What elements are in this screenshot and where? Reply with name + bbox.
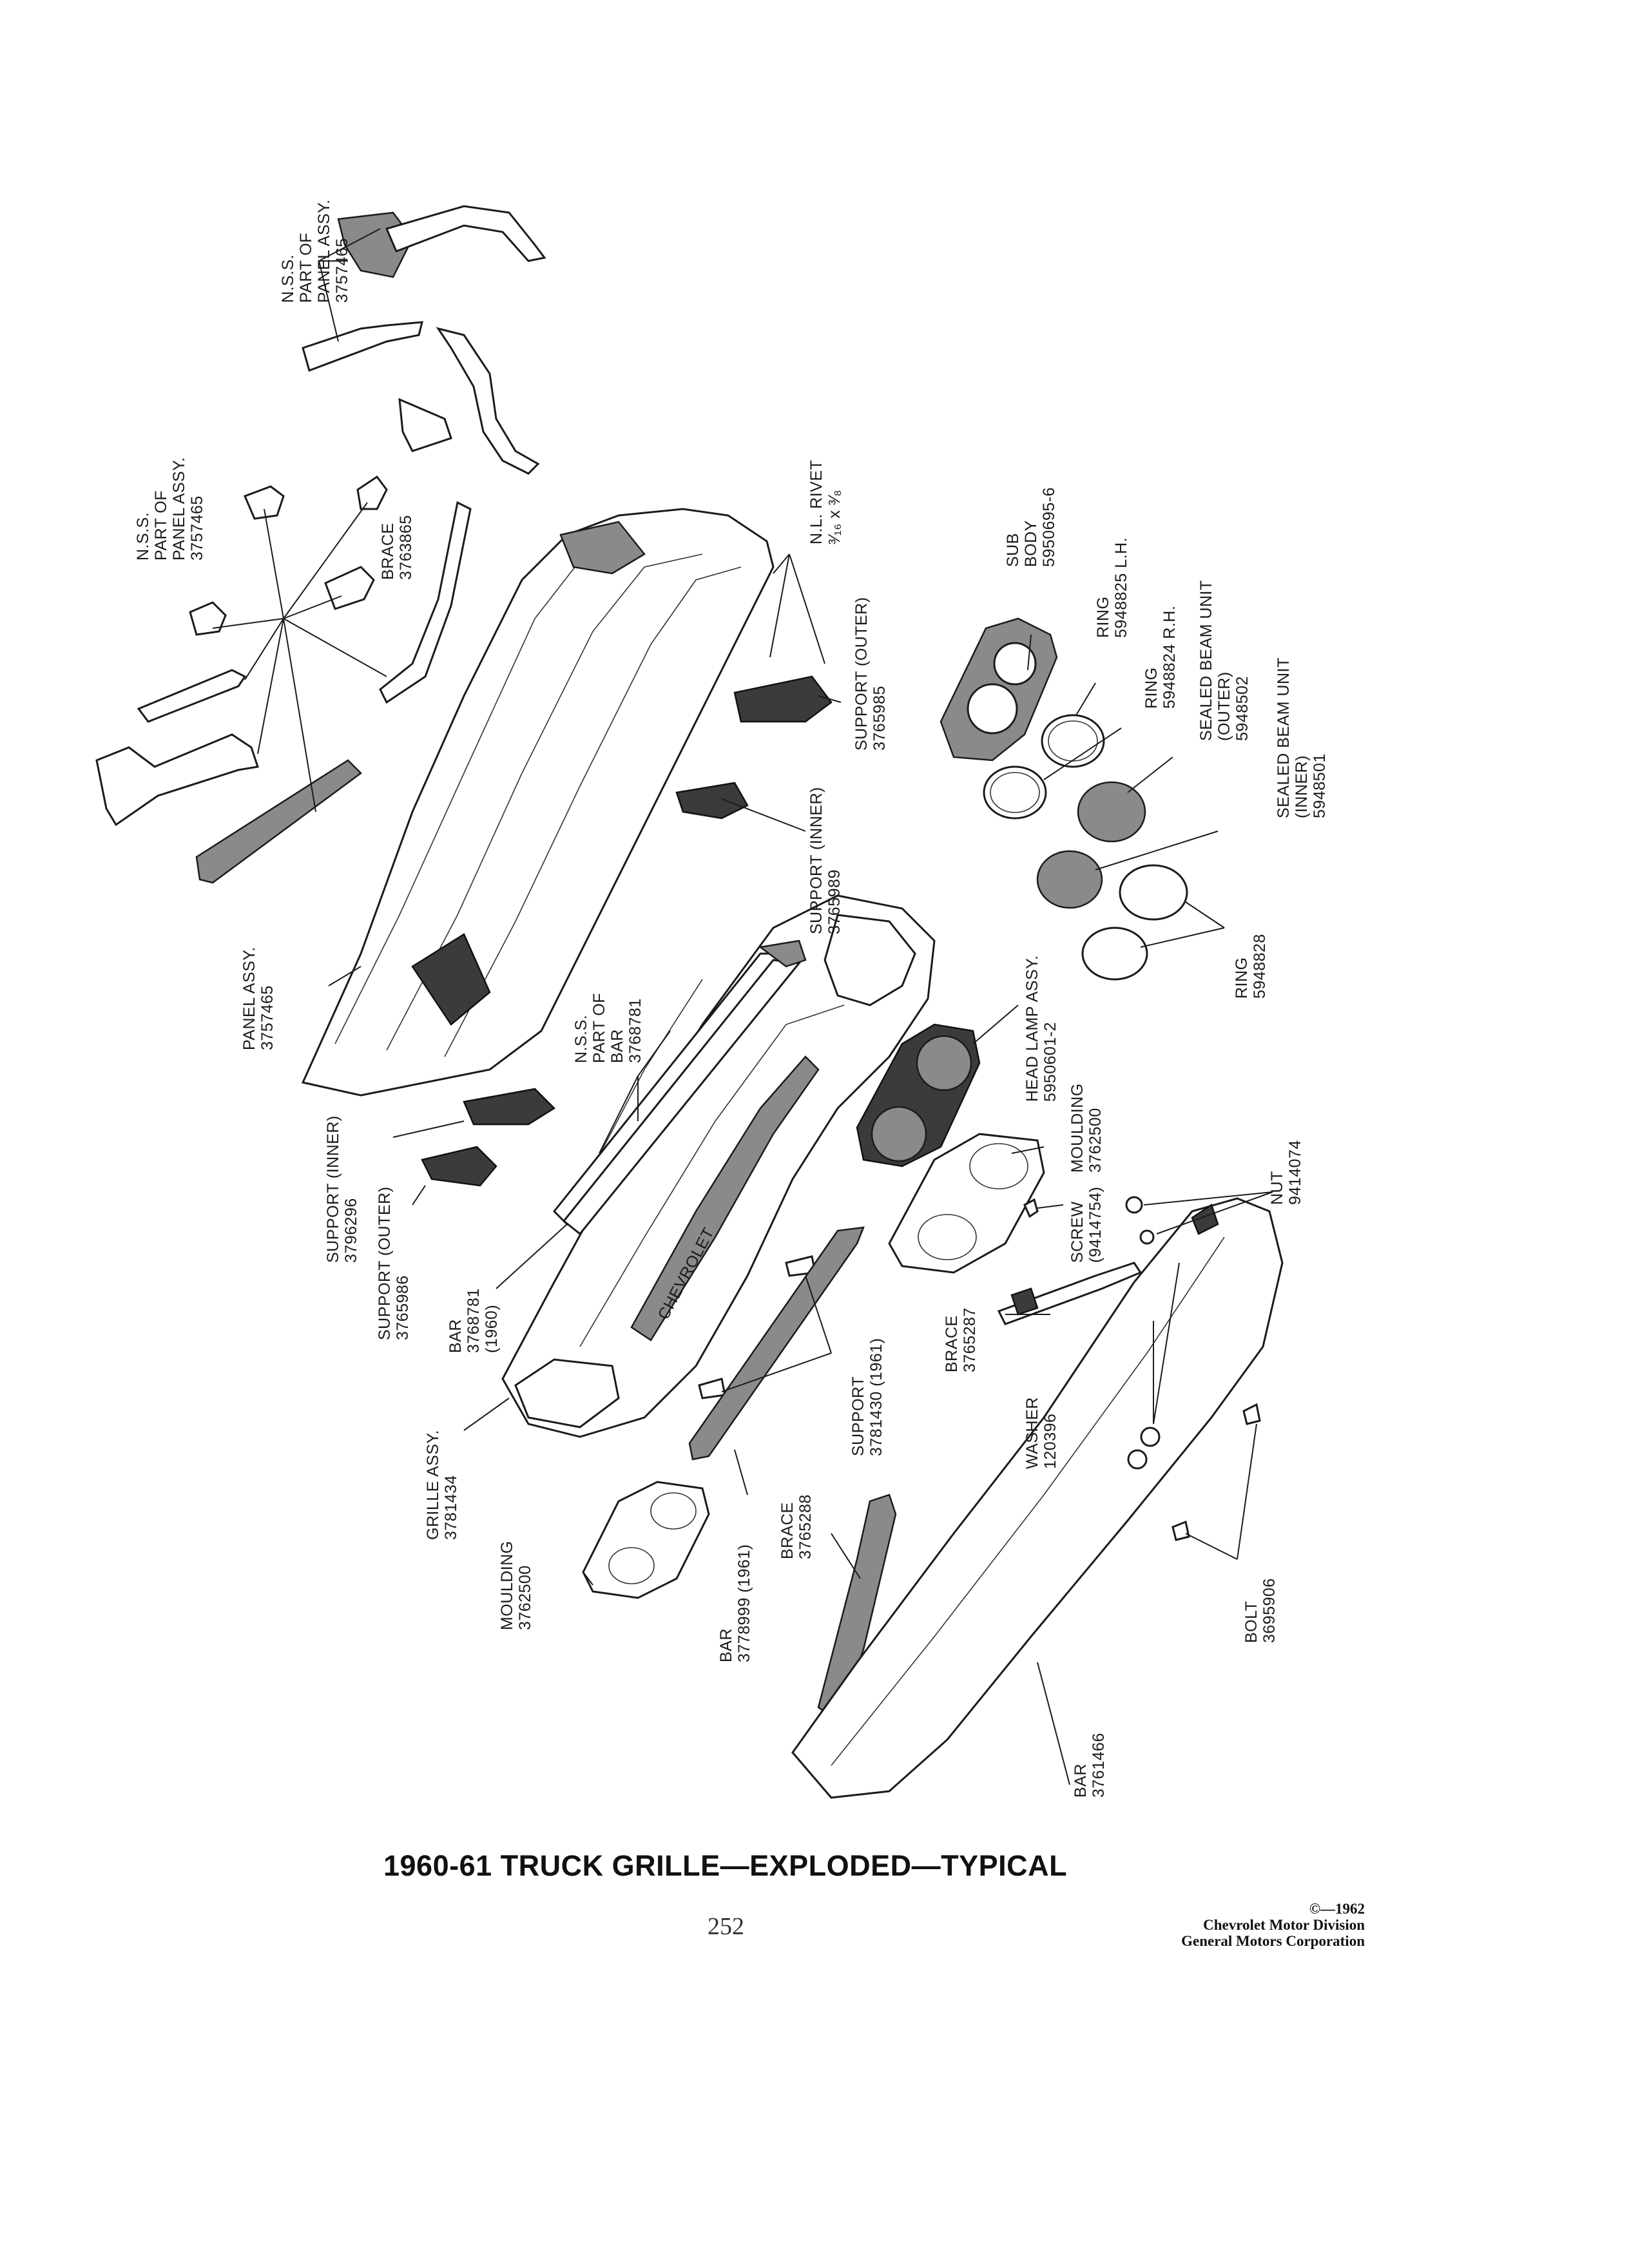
label-bolt: BOLT 3695906 [1242, 1578, 1278, 1643]
grille-assy: CHEVROLET [501, 894, 936, 1438]
label-nss-panel-upper: N.S.S. PART OF PANEL ASSY. 3757465 [279, 195, 351, 303]
label-support-outer-3765985: SUPPORT (OUTER) 3765985 [853, 592, 889, 751]
label-nut: NUT 9414074 [1268, 1140, 1304, 1205]
label-nss-panel-mid: N.S.S. PART OF PANEL ASSY. 3757465 [134, 452, 206, 561]
label-washer: WASHER 120396 [1023, 1392, 1059, 1469]
upper-panel-brackets [302, 205, 546, 475]
copyright-block: ©—1962 Chevrolet Motor Division General … [1181, 1901, 1365, 1949]
label-ring-5948828: RING 5948828 [1233, 934, 1269, 999]
label-moulding-left: MOULDING 3762500 [498, 1536, 534, 1630]
label-moulding-right: MOULDING 3762500 [1068, 1079, 1104, 1173]
label-support-3781430: SUPPORT 3781430 (1961) [849, 1338, 885, 1456]
label-ring-lh: RING 5948825 L.H. [1094, 537, 1130, 638]
moulding-right [888, 1133, 1045, 1274]
label-screw: SCREW (9414754) [1068, 1187, 1104, 1263]
label-brace-3763865: BRACE 3763865 [379, 515, 415, 580]
label-grille-assy: GRILLE ASSY. 3781434 [424, 1425, 460, 1540]
bar-3768781 [552, 939, 807, 1236]
label-brace-3765287: BRACE 3765287 [943, 1307, 979, 1372]
support-outer-3765985 [733, 675, 833, 723]
copyright-year: ©—1962 [1309, 1901, 1365, 1917]
support-inner-3796296 [463, 1088, 555, 1126]
label-ring-rh: RING 5948824 R.H. [1142, 606, 1179, 709]
label-brace-3765288: BRACE 3765288 [778, 1494, 815, 1559]
label-head-lamp-assy: HEAD LAMP ASSY. 5950601-2 [1023, 950, 1059, 1102]
brace-3765287 [997, 1262, 1142, 1325]
panel-assy [301, 508, 775, 1097]
bumper-bar [791, 1197, 1284, 1799]
label-support-inner-3765989: SUPPORT (INNER) 3765989 [807, 782, 843, 934]
support-outer-3765986 [421, 1146, 497, 1187]
figure-caption: 1960-61 TRUCK GRILLE—EXPLODED—TYPICAL [383, 1849, 1068, 1882]
label-bar-3768781: BAR 3768781 (1960) [447, 1283, 501, 1353]
headlamp-components [940, 617, 1188, 981]
label-bar-3778999: BAR 3778999 (1961) [717, 1544, 753, 1662]
brace-cluster-left [95, 398, 472, 884]
part-drawings: CHEVROLET [95, 205, 1284, 1799]
page-number: 252 [708, 1913, 744, 1940]
label-support-outer-3765986: SUPPORT (OUTER) 3765986 [376, 1182, 412, 1340]
copyright-line-1: Chevrolet Motor Division [1203, 1917, 1365, 1933]
label-bar-3761466: BAR 3761466 [1072, 1733, 1108, 1798]
label-panel-assy: PANEL ASSY. 3757465 [240, 942, 276, 1050]
part-labels: N.S.S. PART OF PANEL ASSY. 3757465 N.S.S… [134, 195, 1329, 1798]
label-sealed-beam-outer: SEALED BEAM UNIT (OUTER) 5948502 [1197, 575, 1251, 741]
bar-3778999 [688, 1226, 865, 1461]
label-support-inner-3796296: SUPPORT (INNER) 3796296 [324, 1111, 360, 1263]
label-nl-rivet: N.L. RIVET ³⁄₁₆ x ³⁄₈ [807, 456, 843, 544]
hardware [1023, 1196, 1261, 1541]
moulding-left [582, 1481, 710, 1599]
leader-lines [318, 228, 1273, 1785]
support-inner-3765989 [675, 782, 749, 820]
copyright-line-2: General Motors Corporation [1181, 1933, 1365, 1949]
label-nss-bar: N.S.S. PART OF BAR 3768781 [572, 988, 644, 1063]
label-sealed-beam-inner: SEALED BEAM UNIT (INNER) 5948501 [1275, 653, 1329, 818]
head-lamp-assy [856, 1023, 981, 1168]
label-sub-body: SUB BODY 5950695-6 [1004, 487, 1058, 567]
